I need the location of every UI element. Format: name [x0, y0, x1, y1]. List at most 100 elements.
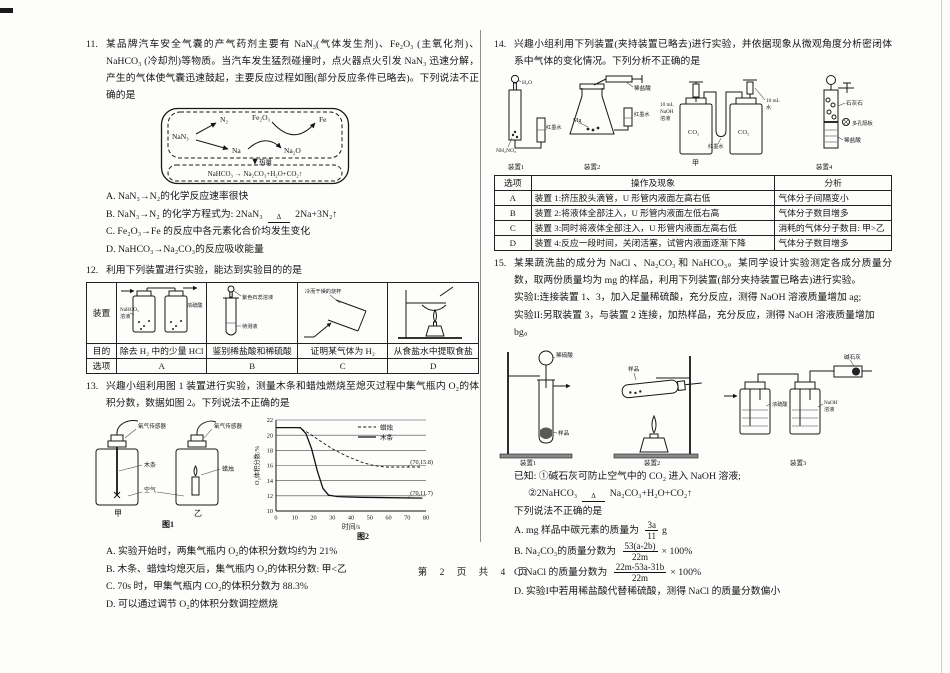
- question-14-number: 14.: [494, 39, 507, 50]
- scan-artifact: [0, 8, 13, 13]
- conc-sulfuric-acid-label: 浓硫酸: [187, 301, 203, 309]
- q15-device-1-caption: 装置1: [520, 458, 536, 467]
- q13-option-d: D. 可以通过调节 O₂的体积分数调控燃烧: [106, 598, 278, 610]
- soda-lime-label: 碱石灰: [844, 353, 861, 361]
- q12-purpose-b: 鉴别稀盐酸和稀硫酸: [206, 343, 298, 359]
- q12-table: 装置 NaHCO₃ 溶液: [86, 282, 479, 374]
- nahco3-solution-label-2: 溶液: [120, 312, 130, 320]
- question-12-stem: 利用下列装置进行实验，能达到实验目的的是: [106, 265, 302, 276]
- q12-apparatus-a: NaHCO₃ 溶液 浓硫酸: [115, 282, 208, 344]
- red-ink-label-1: 红墨水: [546, 123, 562, 131]
- q14-header-operation: 操作及现象: [530, 175, 776, 191]
- jar-yi-label: 乙: [194, 509, 202, 518]
- device-4-caption: 装置4: [816, 162, 833, 171]
- svg-text:20: 20: [310, 515, 316, 522]
- oxygen-sensor-label-2: 氧气传感器: [214, 422, 242, 430]
- svg-text:80: 80: [423, 515, 429, 522]
- svg-text:18: 18: [267, 448, 273, 455]
- question-12-number: 12.: [86, 265, 99, 276]
- question-13: 13. 兴趣小组利用图 1 装置进行实验，测量木条和蜡烛燃烧至熄灭过程中集气瓶内…: [86, 378, 479, 412]
- figure-2-caption: 图2: [357, 532, 369, 541]
- h2o-label: H₂O: [522, 80, 532, 86]
- svg-text:O₂体积分数/%: O₂体积分数/%: [252, 445, 261, 485]
- svg-text:16: 16: [267, 463, 273, 470]
- question-13-stem: 兴趣小组利用图 1 装置进行实验，测量木条和蜡烛燃烧至熄灭过程中集气瓶内 O₂的…: [106, 381, 479, 409]
- q14-apparatus-diagram: H₂O 红墨水 NH₄NO₃ 装置1 稀盐酸 Mg 红墨水 装置2: [496, 74, 874, 171]
- nahco3-solution-label-1: NaHCO₃: [120, 307, 139, 313]
- column-divider: [480, 30, 481, 542]
- svg-text:时间/s: 时间/s: [342, 522, 360, 531]
- sample-label-2: 样品: [628, 365, 640, 373]
- svg-text:12: 12: [267, 493, 273, 500]
- dilute-hcl-label: 稀盐酸: [634, 84, 651, 92]
- question-13-number: 13.: [86, 381, 99, 392]
- q14-row-d: D 装置 4:反应一段时间，关闭活塞，试管内液面逐渐下降 气体分子数目增多: [494, 235, 892, 251]
- water-name-label: 水: [766, 103, 772, 111]
- svg-text:22: 22: [267, 417, 273, 424]
- cold-dry-beaker-diagram: 冷而干燥的烧杯: [303, 287, 367, 338]
- q13-option-a: A. 实验开始时，两集气瓶内 O₂的体积分数均约为 21%: [106, 546, 338, 557]
- purple-litmus-label: 紫色石蕊溶液: [242, 293, 273, 301]
- water-10ml-label: 10 mL: [766, 98, 780, 104]
- cold-dry-beaker-label: 冷而干燥的烧杯: [305, 287, 342, 295]
- q15-device-3-caption: 装置3: [790, 458, 806, 467]
- question-14: 14. 兴趣小组利用下列装置(夹持装置已略去)进行实验，并依据现象从微观角度分析…: [494, 36, 892, 70]
- q11-option-d: D. NaHCO₃→Na₂CO₃的反应吸收能量: [106, 243, 264, 255]
- left-column: 11. 某品牌汽车安全气囊的产气药剂主要有 NaN₃(气体发生剂)、Fe₂O₃ …: [86, 36, 479, 613]
- nahco3-equation: NaHCO₃ → Na₂CO₃+H₂O+CO₂↑: [208, 170, 303, 178]
- device-2-caption: 装置2: [584, 162, 600, 171]
- q12-option-c: C: [296, 358, 389, 374]
- oxygen-sensor-label-1: 氧气传感器: [138, 422, 166, 430]
- q15-known-1: 已知: ①碱石灰可防止空气中的 CO₂ 进入 NaOH 溶液;: [514, 470, 741, 482]
- jar-jia-label: 甲: [114, 509, 122, 518]
- q11-option-a: A. NaN₃→N₂的化学反应速率很快: [106, 191, 249, 202]
- sample-label-1: 样品: [558, 429, 570, 437]
- q12-rowlabel-apparatus: 装置: [86, 282, 117, 344]
- q12-purpose-c: 证明某气体为 H₂: [296, 343, 389, 359]
- test-liquid-label: 待测液: [242, 322, 258, 330]
- gas-jars-diagram: 氧气传感器 木条 空气 氧气传感器: [95, 420, 242, 518]
- na-label: Na: [232, 146, 241, 155]
- q14-row-b: B 装置 2:将液体全部注入，U 形管内液面左低右高 气体分子数目增多: [494, 205, 892, 221]
- q12-option-a: A: [115, 358, 208, 374]
- q14-header-option: 选项: [494, 175, 532, 191]
- co2-label-left: CO₂: [688, 129, 699, 136]
- q14-row-a: A 装置 1:挤压胶头滴管，U 形管内液面左高右低 气体分子间隔变小: [494, 190, 892, 206]
- q15-experiment-2: 实验II:另取装置 3，与装置 2 连接，加热样品，充分反应，测得 NaOH 溶…: [514, 309, 875, 339]
- svg-text:14: 14: [267, 478, 274, 485]
- candle-label: 蜡烛: [222, 465, 234, 473]
- q12-apparatus-b: 紫色石蕊溶液 待测液: [206, 282, 298, 344]
- conc-h2so4-label: 浓硫酸: [772, 400, 788, 408]
- red-ink-label-2: 红墨水: [634, 110, 650, 118]
- q15-question-line: 下列说法不正确的是: [514, 505, 603, 517]
- question-15-number: 15.: [494, 258, 507, 269]
- naoh-10ml-label: 10 mL: [660, 102, 674, 108]
- question-15-stem: 某果蔬洗盐的成分为 NaCl 、Na₂CO₃ 和 NaHCO₃。某同学设计实验测…: [514, 258, 892, 286]
- svg-text:20: 20: [267, 432, 273, 439]
- na2o-label: Na₂O: [284, 146, 301, 155]
- svg-text:木条: 木条: [380, 432, 394, 441]
- naoh-label-2: 溶液: [824, 405, 834, 413]
- litmus-test-tube-diagram: 紫色石蕊溶液 待测液: [223, 285, 274, 336]
- device-3-jia-caption: 甲: [692, 159, 699, 167]
- q13-figure-1: 氧气传感器 木条 空气 氧气传感器: [88, 415, 248, 530]
- svg-text:0: 0: [274, 515, 277, 522]
- q12-apparatus-c: 冷而干燥的烧杯: [296, 282, 389, 344]
- svg-text:60: 60: [385, 515, 391, 522]
- fe2o3-label: Fe₂O₃: [252, 113, 271, 122]
- naoh-label-1: NaOH: [824, 400, 838, 406]
- svg-text:40: 40: [348, 515, 354, 522]
- nh4no3-label: NH₄NO₃: [496, 148, 516, 154]
- red-ink-label-3: 红墨水: [708, 142, 724, 150]
- delta-over-arrow-2: Δ: [582, 493, 605, 502]
- svg-text:(70,15.8): (70,15.8): [410, 459, 433, 466]
- q15-apparatus-diagram: 稀硫酸 样品 装置1 样品 装置2: [499, 350, 872, 467]
- q12-purpose-d: 从食盐水中提取食盐: [387, 343, 479, 359]
- q12-option-b: B: [206, 358, 298, 374]
